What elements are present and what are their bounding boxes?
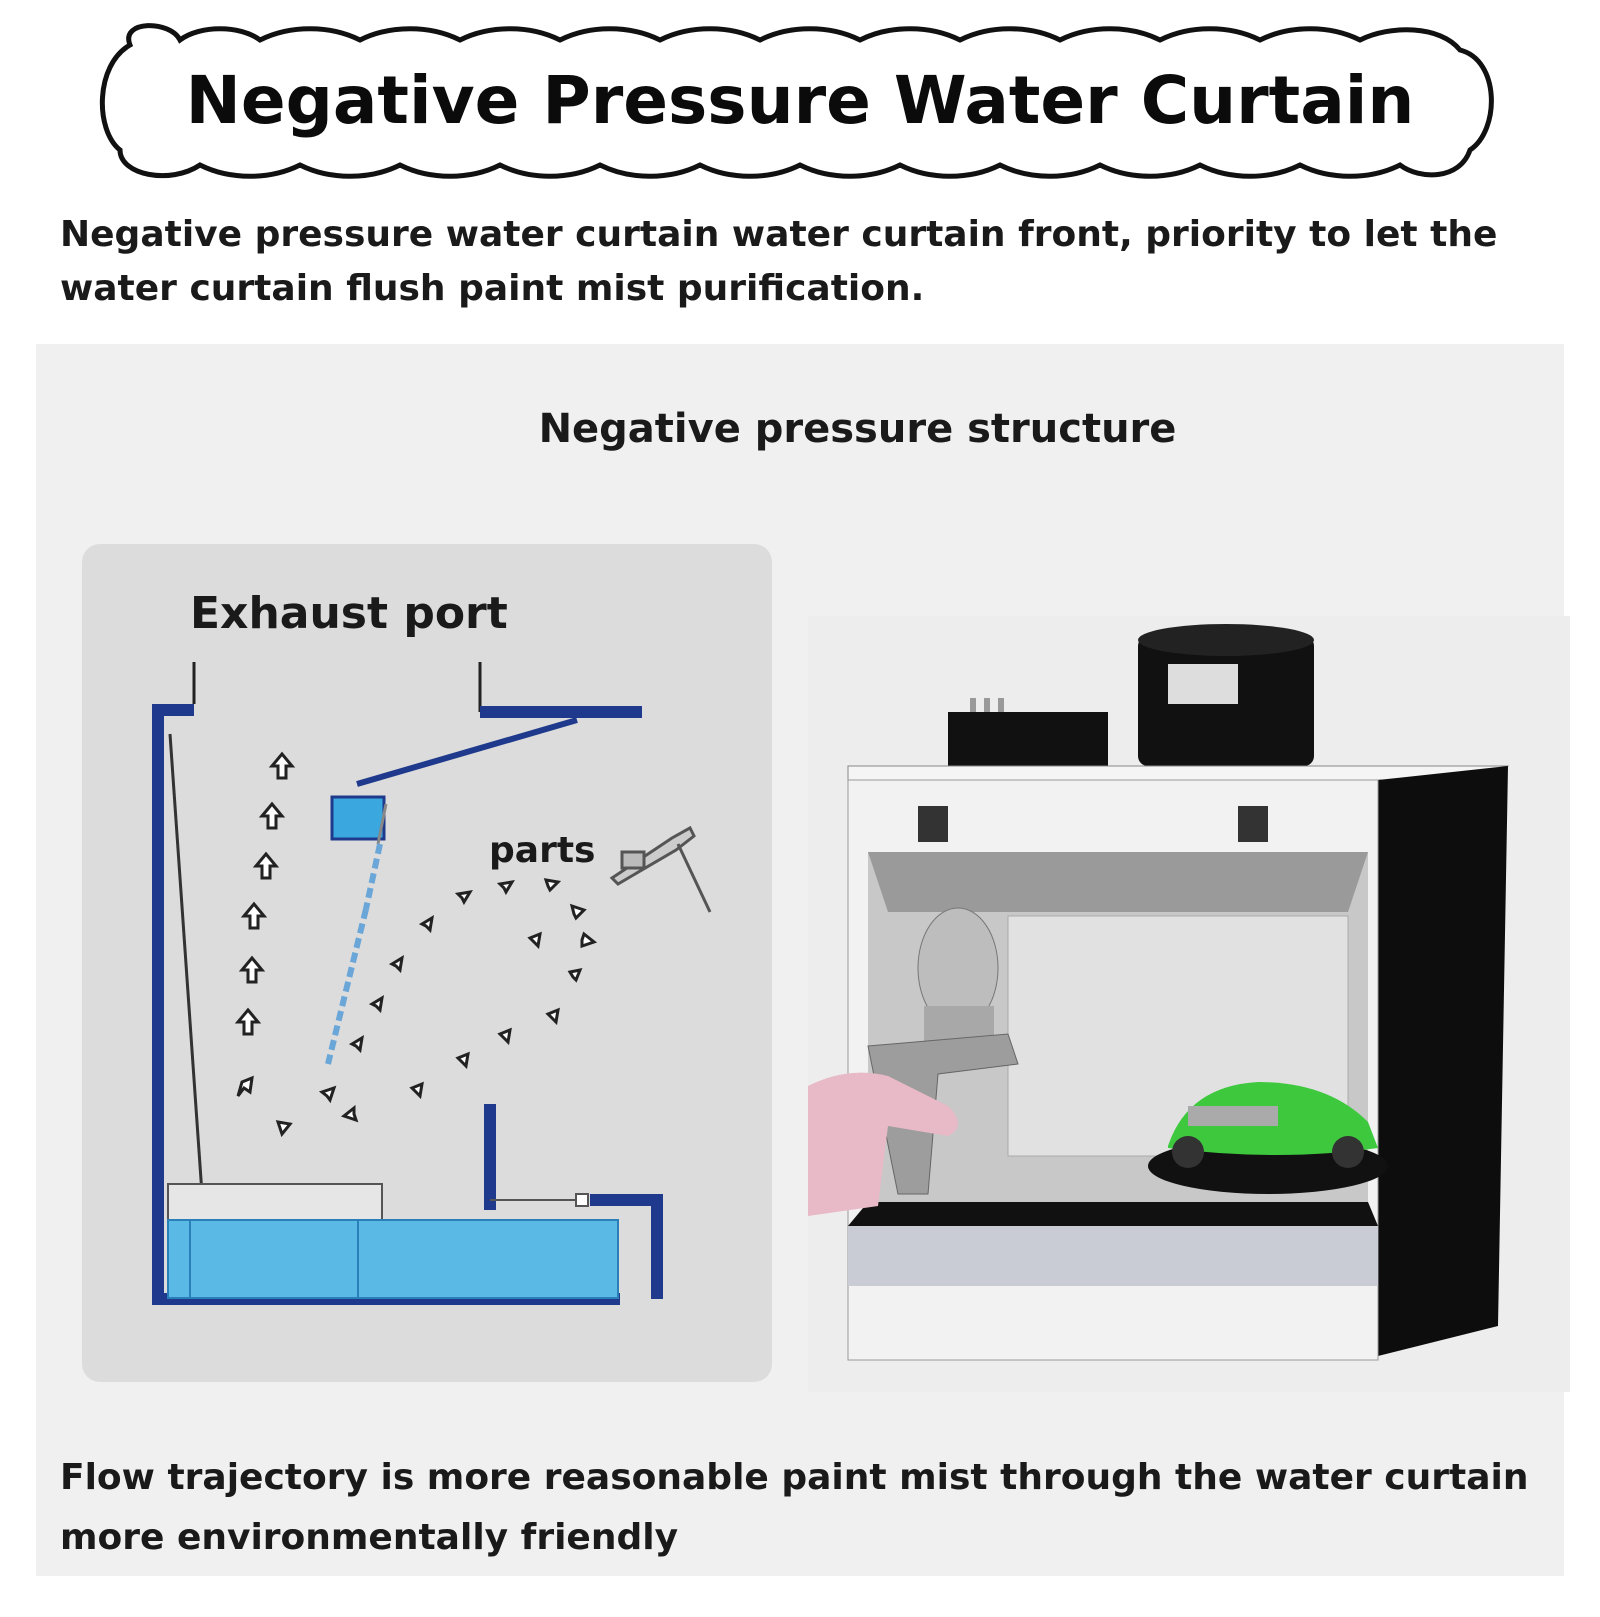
intro-text: Negative pressure water curtain water cu… — [60, 214, 1498, 309]
footer-text: Flow trajectory is more reasonable paint… — [60, 1457, 1529, 1558]
exhaust-port-label: Exhaust port — [190, 588, 508, 639]
booth-structure-diagram — [152, 662, 712, 1305]
spray-booth-illustration — [808, 624, 1509, 1361]
title-cloud-frame — [99, 23, 1494, 179]
page-title: Negative Pressure Water Curtain — [185, 62, 1415, 139]
section-subtitle: Negative pressure structure — [538, 406, 1177, 452]
parts-label: parts — [489, 830, 596, 871]
